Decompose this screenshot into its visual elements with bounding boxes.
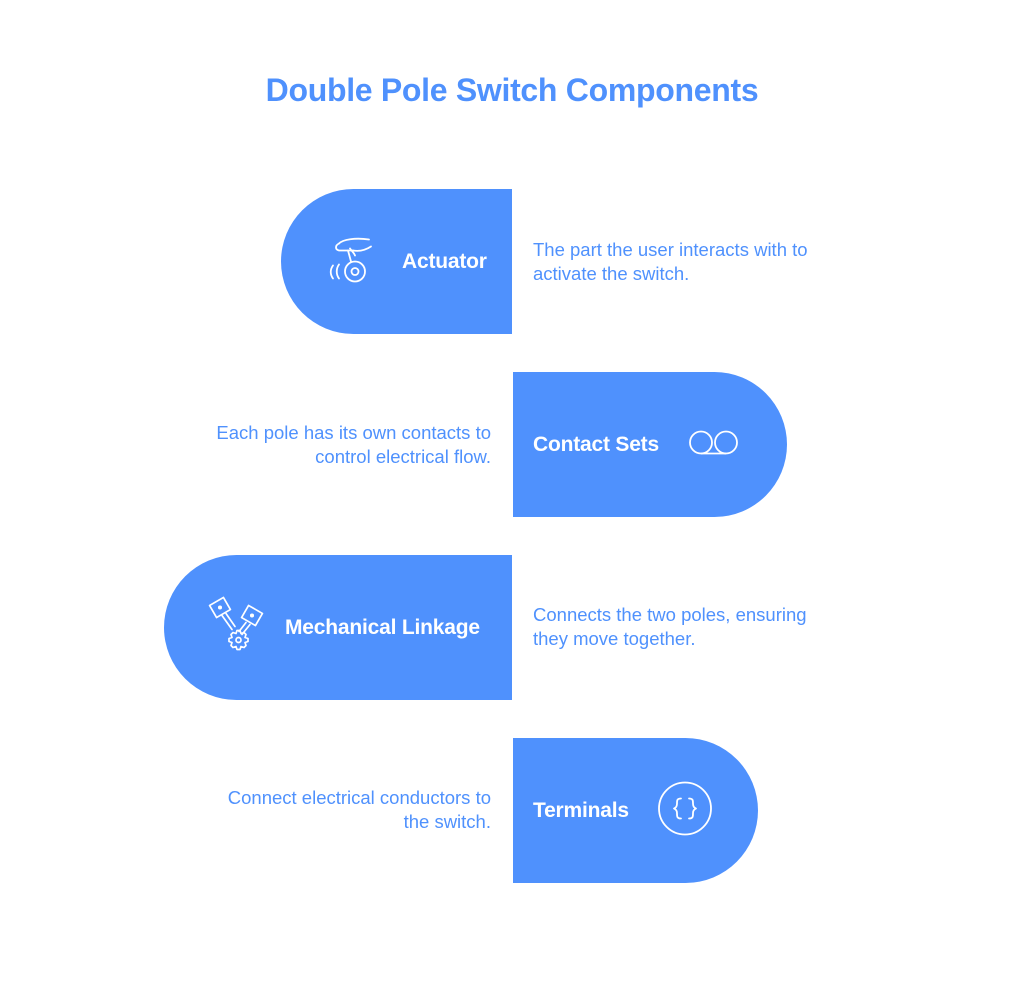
component-label: Terminals — [533, 798, 629, 822]
component-label: Mechanical Linkage — [285, 615, 480, 639]
double-circle-contacts-icon — [685, 427, 743, 462]
component-description: The part the user interacts with to acti… — [533, 238, 808, 286]
description-line: they move together. — [533, 628, 696, 649]
component-description: Connects the two poles, ensuring they mo… — [533, 603, 807, 651]
piston-gear-linkage-icon — [206, 594, 268, 661]
description-line: control electrical flow. — [315, 446, 491, 467]
component-description: Each pole has its own contacts to contro… — [216, 421, 491, 469]
diagram-title: Double Pole Switch Components — [265, 72, 759, 108]
hand-pressing-dial-icon — [325, 231, 381, 292]
component-label: Actuator — [402, 249, 487, 273]
component-actuator: Actuator — [281, 189, 512, 334]
description-line: Connects the two poles, ensuring — [533, 604, 807, 625]
curly-braces-circle-icon — [657, 780, 713, 841]
description-line: the switch. — [403, 811, 491, 832]
component-mechanical-linkage: Mechanical Linkage — [164, 555, 512, 700]
component-label: Contact Sets — [533, 432, 659, 456]
component-terminals: Terminals — [513, 738, 758, 883]
component-contact-sets: Contact Sets — [513, 372, 787, 517]
description-line: The part the user interacts with to — [533, 239, 808, 260]
description-line: Connect electrical conductors to — [227, 787, 491, 808]
component-description: Connect electrical conductors to the swi… — [228, 786, 491, 834]
description-line: activate the switch. — [533, 263, 690, 284]
description-line: Each pole has its own contacts to — [216, 422, 491, 443]
